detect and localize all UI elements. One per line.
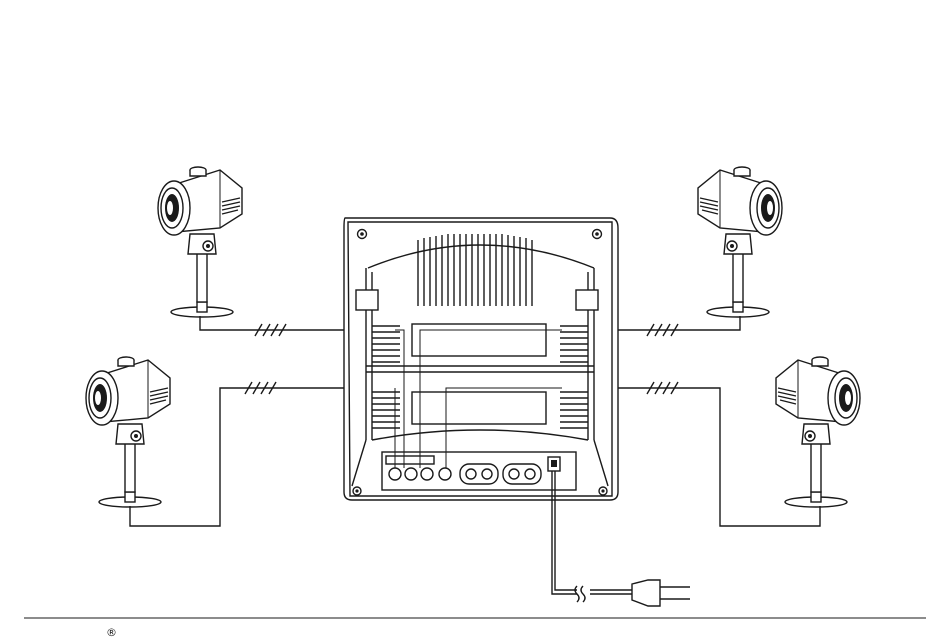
camera-top-left bbox=[158, 167, 242, 317]
registered-mark: ® bbox=[106, 626, 117, 639]
monitor-rear bbox=[344, 218, 618, 500]
camera-bottom-right bbox=[776, 357, 860, 507]
camera-bottom-left bbox=[86, 357, 170, 507]
connector-panel bbox=[382, 452, 576, 490]
camera-top-right bbox=[698, 167, 782, 317]
